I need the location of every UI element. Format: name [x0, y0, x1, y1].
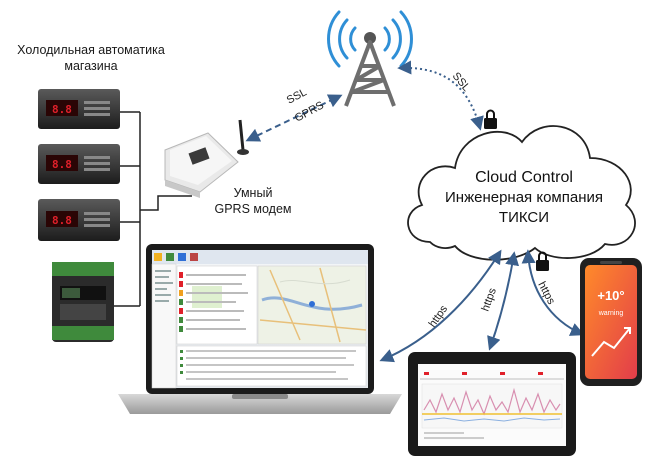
- shop-automation-line-1: Холодильная автоматика: [17, 43, 165, 57]
- lock-icon: [484, 109, 497, 129]
- cloud-company-name: ТИКСИ: [498, 209, 550, 226]
- shop-automation-line-2: магазина: [64, 58, 118, 73]
- radio-tower-icon: [327, 10, 413, 107]
- link-cloud-phone: [521, 249, 585, 336]
- laptop-icon: [118, 244, 402, 414]
- phone-status: warning: [598, 310, 624, 317]
- smartphone-icon: [580, 258, 642, 386]
- tablet-icon: [408, 352, 576, 456]
- controller-3: 8.8: [38, 199, 120, 241]
- smart-modem-line-2: GPRS модем: [214, 201, 292, 216]
- link-label-gprs: GPRS: [293, 99, 326, 124]
- shop-automation-label: Холодильная автоматика магазина: [2, 43, 180, 74]
- gprs-modem-icon: [164, 119, 249, 198]
- cloud-company: Инженерная компания: [445, 189, 603, 206]
- cloud-title: Cloud Control: [475, 169, 573, 186]
- controller-2: 8.8: [38, 144, 120, 184]
- phone-temperature: +10°: [597, 288, 624, 303]
- link-label-ssl-1: SSL: [285, 86, 309, 106]
- controller-wiring: [114, 111, 192, 307]
- svg-text:8.8: 8.8: [52, 103, 72, 116]
- controller-1: 8.8: [38, 89, 120, 129]
- link-cloud-tablet: [487, 251, 520, 351]
- smart-modem-label: Умный GPRS модем: [198, 186, 308, 217]
- link-tower-cloud: [397, 60, 484, 131]
- svg-text:8.8: 8.8: [52, 158, 72, 171]
- din-rail-controller: [52, 262, 114, 342]
- svg-text:8.8: 8.8: [52, 214, 72, 227]
- link-modem-tower: [245, 94, 343, 142]
- smart-modem-line-1: Умный: [233, 186, 273, 200]
- link-label-https-tablet: https: [480, 286, 500, 313]
